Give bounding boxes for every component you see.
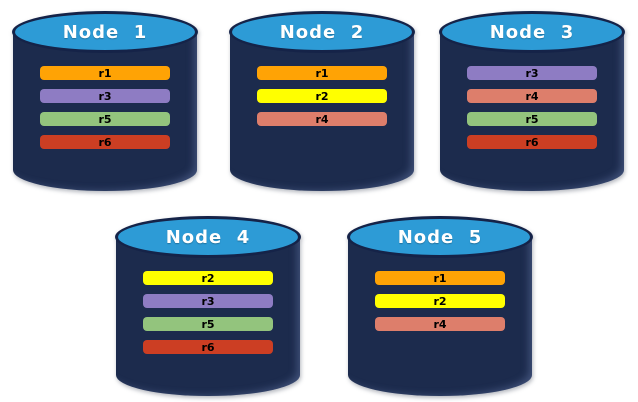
cylinder-body [13, 32, 197, 191]
node-title: Node 5 [397, 226, 483, 248]
database-node-5: Node 5 r1 r2 r4 [347, 213, 533, 399]
replica-bar-r4: r4 [467, 89, 597, 103]
replica-bar-r5: r5 [40, 112, 170, 126]
node-title: Node 3 [489, 21, 575, 43]
replica-bar-r4: r4 [375, 317, 505, 331]
replica-list: r2 r3 r5 r6 [143, 271, 273, 354]
cylinder-body [440, 32, 624, 191]
replica-bar-r6: r6 [467, 135, 597, 149]
cylinder-body [230, 32, 414, 191]
cylinder-lid: Node 3 [439, 11, 625, 53]
cylinder-lid: Node 2 [229, 11, 415, 53]
replica-bar-r5: r5 [143, 317, 273, 331]
replica-list: r1 r2 r4 [257, 66, 387, 126]
database-node-4: Node 4 r2 r3 r5 r6 [115, 213, 301, 399]
cylinder-lid: Node 5 [347, 216, 533, 258]
replica-bar-r3: r3 [143, 294, 273, 308]
database-node-3: Node 3 r3 r4 r5 r6 [439, 8, 625, 194]
replica-bar-r2: r2 [143, 271, 273, 285]
replica-bar-r2: r2 [257, 89, 387, 103]
replica-bar-r2: r2 [375, 294, 505, 308]
cylinder-body [116, 237, 300, 396]
node-title: Node 4 [165, 226, 251, 248]
cylinder-lid: Node 1 [12, 11, 198, 53]
replica-list: r1 r2 r4 [375, 271, 505, 331]
replica-bar-r1: r1 [40, 66, 170, 80]
node-title: Node 1 [62, 21, 148, 43]
replica-bar-r3: r3 [40, 89, 170, 103]
replica-bar-r4: r4 [257, 112, 387, 126]
replica-bar-r6: r6 [143, 340, 273, 354]
cylinder-body [348, 237, 532, 396]
replica-bar-r3: r3 [467, 66, 597, 80]
database-node-1: Node 1 r1 r3 r5 r6 [12, 8, 198, 194]
node-title: Node 2 [279, 21, 365, 43]
replica-bar-r6: r6 [40, 135, 170, 149]
database-node-2: Node 2 r1 r2 r4 [229, 8, 415, 194]
replica-list: r1 r3 r5 r6 [40, 66, 170, 149]
replica-bar-r5: r5 [467, 112, 597, 126]
replica-bar-r1: r1 [257, 66, 387, 80]
cylinder-lid: Node 4 [115, 216, 301, 258]
replica-bar-r1: r1 [375, 271, 505, 285]
replica-list: r3 r4 r5 r6 [467, 66, 597, 149]
